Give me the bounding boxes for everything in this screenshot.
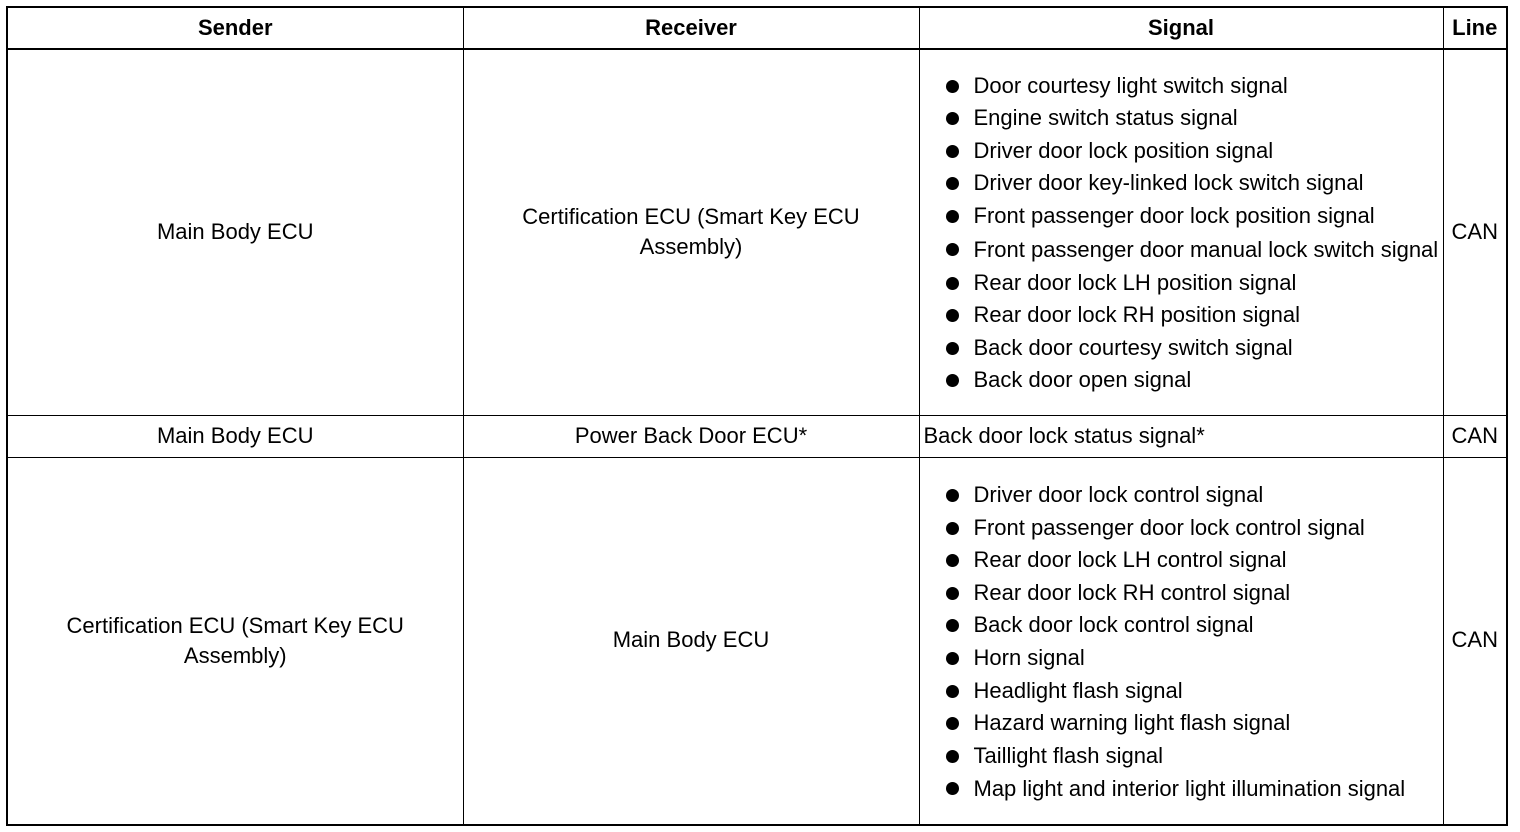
line-cell: CAN (1442, 414, 1508, 458)
line-cell: CAN (1442, 456, 1508, 826)
signal-item: Back door courtesy switch signal (945, 332, 1439, 365)
header-signal: Signal (918, 6, 1444, 50)
signal-item: Back door lock control signal (945, 609, 1439, 642)
signal-item: Back door open signal (945, 364, 1439, 397)
receiver-cell: Main Body ECU (462, 456, 920, 826)
receiver-text: Certification ECU (Smart Key ECU Assembl… (522, 204, 860, 260)
signal-item: Taillight flash signal (945, 740, 1439, 773)
sender-cell: Main Body ECU (6, 48, 464, 416)
header-line: Line (1442, 6, 1508, 50)
receiver-cell: Power Back Door ECU* (462, 414, 920, 458)
signal-item: Front passenger door manual lock switch … (945, 233, 1439, 267)
signal-list: Driver door lock control signal Front pa… (924, 473, 1439, 808)
table-row: Certification ECU (Smart Key ECU Assembl… (6, 456, 1508, 826)
signal-item: Driver door lock position signal (945, 135, 1439, 168)
receiver-cell: Certification ECU (Smart Key ECU Assembl… (462, 48, 920, 416)
signal-item: Door courtesy light switch signal (945, 70, 1439, 103)
signal-cell: Back door lock status signal* (918, 414, 1444, 458)
signal-item: Rear door lock RH position signal (945, 299, 1439, 332)
header-row: Sender Receiver Signal Line (6, 6, 1508, 50)
signal-list: Door courtesy light switch signal Engine… (924, 64, 1439, 401)
table-row: Main Body ECU Certification ECU (Smart K… (6, 48, 1508, 416)
signal-item: Rear door lock LH control signal (945, 544, 1439, 577)
table-row: Main Body ECU Power Back Door ECU* Back … (6, 414, 1508, 458)
signal-cell: Driver door lock control signal Front pa… (918, 456, 1444, 826)
signal-item: Driver door key-linked lock switch signa… (945, 167, 1439, 200)
signal-cell: Door courtesy light switch signal Engine… (918, 48, 1444, 416)
signal-item: Map light and interior light illuminatio… (945, 772, 1439, 804)
sender-text: Certification ECU (Smart Key ECU Assembl… (66, 612, 404, 668)
signal-item: Headlight flash signal (945, 675, 1439, 708)
signal-item: Front passenger door lock position signa… (945, 200, 1439, 233)
signal-item: Rear door lock LH position signal (945, 267, 1439, 300)
signal-item: Horn signal (945, 642, 1439, 675)
signal-item: Driver door lock control signal (945, 479, 1439, 512)
header-receiver: Receiver (462, 6, 920, 50)
sender-cell: Main Body ECU (6, 414, 464, 458)
signal-table: Sender Receiver Signal Line Main Body EC… (6, 6, 1508, 826)
signal-item: Hazard warning light flash signal (945, 707, 1439, 740)
signal-item: Front passenger door lock control signal (945, 512, 1439, 545)
header-sender: Sender (6, 6, 464, 50)
line-cell: CAN (1442, 48, 1508, 416)
sender-cell: Certification ECU (Smart Key ECU Assembl… (6, 456, 464, 826)
signal-item: Engine switch status signal (945, 102, 1439, 135)
signal-item: Rear door lock RH control signal (945, 577, 1439, 610)
